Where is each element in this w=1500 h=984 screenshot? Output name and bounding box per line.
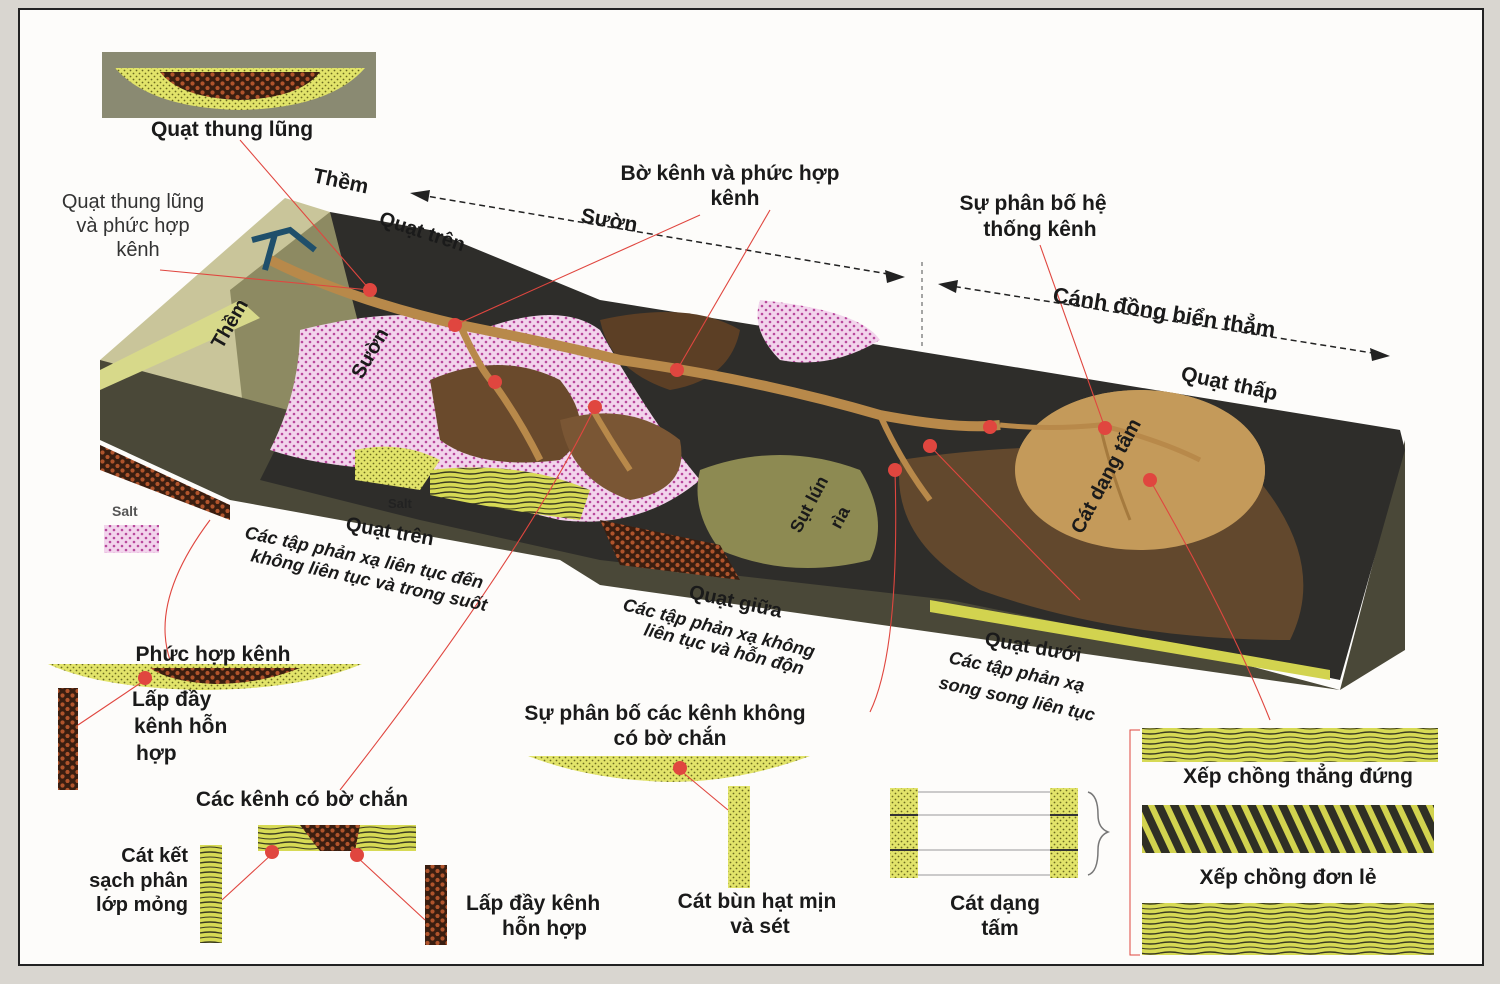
mixed-fill-column xyxy=(58,688,78,790)
plain-extent-line xyxy=(944,284,1386,356)
label-clean-sand-2: sạch phân xyxy=(89,870,188,892)
lower-fan-lobe-top xyxy=(1015,390,1265,550)
label-sheet-sand-2b: tấm xyxy=(981,917,1018,940)
label-single-stacking: Xếp chồng đơn lẻ xyxy=(1199,866,1376,889)
arrow-head xyxy=(410,190,430,202)
unleveed-channel-section xyxy=(528,756,810,782)
label-salt-small: Salt xyxy=(388,496,413,511)
label-mixed-fill-3: hợp xyxy=(136,742,177,765)
label-valley-fan: Quạt thung lũng xyxy=(151,118,313,141)
valley-fan-inset xyxy=(102,52,376,118)
silt-legend-swatch xyxy=(104,525,159,553)
label-slope: Sườn xyxy=(579,204,639,237)
sheet-sand-column-left xyxy=(890,788,918,878)
label-leveed-channels: Các kênh có bờ chắn xyxy=(196,787,408,811)
leader-line xyxy=(356,856,426,921)
leader-line xyxy=(1149,479,1271,721)
correlation-lines xyxy=(918,791,1050,876)
valley-channel xyxy=(251,226,317,271)
single-stacking-panel xyxy=(1142,805,1434,853)
vertical-stacking-panel xyxy=(1142,728,1438,762)
label-abyssal-plain: Cánh đồng biển thẳm xyxy=(1051,282,1277,342)
marker-point xyxy=(138,671,152,685)
marker-point xyxy=(983,420,997,434)
channel-branch xyxy=(877,413,933,502)
leader-line xyxy=(454,214,701,326)
sand-layer xyxy=(930,600,1330,680)
mixed-fill-column-2 xyxy=(425,865,447,945)
middle-fan-lobe xyxy=(430,365,580,463)
label-channel-distribution-2: thống kênh xyxy=(983,218,1096,241)
label-terrace: Thềm xyxy=(311,164,371,198)
marker-point xyxy=(350,848,364,862)
sand-layer xyxy=(100,300,260,390)
slope-extent-line xyxy=(419,194,901,277)
subsidence-mound xyxy=(697,455,878,568)
label-levee-complex-1: Bờ kênh và phức hợp xyxy=(621,162,840,185)
sheet-sand-dividers xyxy=(890,814,1078,851)
label-levee-complex-2: kênh xyxy=(710,187,759,210)
fine-silt-column xyxy=(728,786,750,888)
label-vertical-stacking: Xếp chồng thẳng đứng xyxy=(1183,764,1413,788)
label-channel-complex: Phức hợp kênh xyxy=(136,643,291,666)
marker-point xyxy=(265,845,279,859)
leader-line xyxy=(869,469,897,713)
bracket xyxy=(1087,791,1111,876)
leader-line xyxy=(239,139,371,291)
arrow-head xyxy=(1370,348,1390,361)
label-channel-distribution-1: Sự phân bố hệ xyxy=(959,192,1106,215)
bracket-right xyxy=(1129,729,1140,956)
marker-point xyxy=(488,375,502,389)
leader-line xyxy=(159,269,371,291)
channel-complex-core xyxy=(150,668,300,684)
silt-zone xyxy=(757,300,880,363)
leader-lines xyxy=(159,139,1271,791)
leader-line xyxy=(1039,244,1106,429)
sand-body xyxy=(430,467,590,520)
label-unleveed-2: có bờ chắn xyxy=(614,726,727,750)
label-valley-fan-complex-1: Quạt thung lũng xyxy=(62,191,204,213)
leader-line xyxy=(679,769,729,811)
label-valley-fan-complex-3: kênh xyxy=(116,239,159,261)
inset-channel-core xyxy=(160,72,320,100)
leader-line xyxy=(164,519,211,661)
label-unleveed-1: Sự phân bố các kênh không xyxy=(524,702,805,725)
leveed-channel-core xyxy=(300,825,360,851)
leader-line xyxy=(339,406,596,791)
arrow-head xyxy=(938,280,958,293)
label-mixed-fill-2a: Lấp đầy kênh xyxy=(466,892,600,915)
label-mixed-fill-1: Lấp đầy xyxy=(132,688,212,711)
leader-line xyxy=(221,853,273,901)
stacking-panel-3 xyxy=(1142,903,1434,955)
marker-point xyxy=(673,761,687,775)
dimension-arrows xyxy=(410,190,1390,361)
clean-sand-column xyxy=(200,845,222,943)
label-fine-silt-1: Cát bùn hạt mịn xyxy=(678,890,837,913)
label-clean-sand-3: lớp mỏng xyxy=(96,894,188,916)
sand-body xyxy=(355,446,440,490)
leader-line xyxy=(929,445,1081,601)
label-fine-silt-2: và sét xyxy=(730,915,790,938)
channel-fill-hex xyxy=(600,520,740,580)
label-mixed-fill-2: kênh hỗn xyxy=(134,714,227,738)
channel-fill-hex xyxy=(100,445,230,520)
label-valley-fan-complex-2: và phức hợp xyxy=(76,215,189,237)
sheet-sand-column-right xyxy=(1050,788,1078,878)
label-sheet-sand-2a: Cát dạng xyxy=(950,892,1040,915)
feeder-channel xyxy=(267,255,1001,432)
leader-line xyxy=(676,209,771,371)
arrow-head xyxy=(885,270,905,283)
label-mixed-fill-2b: hỗn hợp xyxy=(502,916,587,940)
label-silt: Salt xyxy=(112,503,138,519)
main-block xyxy=(100,198,1405,690)
label-clean-sand-1: Cát kết xyxy=(121,845,188,867)
leader-line xyxy=(77,679,146,726)
